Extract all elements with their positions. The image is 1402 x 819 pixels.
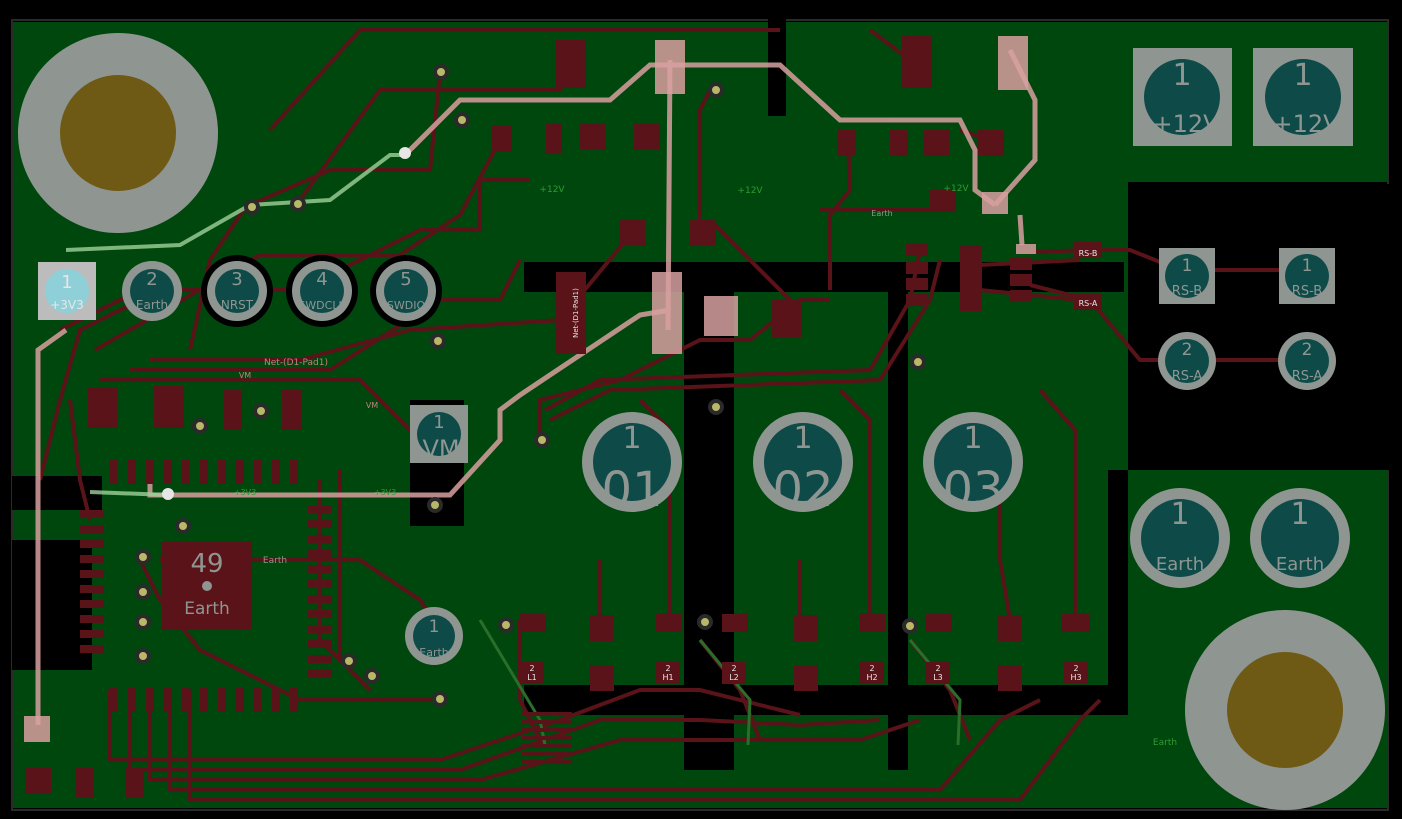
mosfet-l2-number: 2 xyxy=(731,664,736,673)
net-label-12v-3: +12V xyxy=(943,184,969,194)
vm-connector: 1 VM xyxy=(410,405,468,463)
power-pad-2-number: 1 xyxy=(1293,58,1312,93)
mosfet-h1-net: H1 xyxy=(662,673,673,682)
header-pin-5-net: SWDIO xyxy=(387,299,426,312)
header-pin-4-number: 4 xyxy=(316,269,327,290)
highlighted-pads xyxy=(24,36,1036,742)
net-label-rs-b: RS-B xyxy=(1079,249,1098,258)
power-pad-1-net: +12V xyxy=(1152,110,1220,138)
header-pin-5-number: 5 xyxy=(400,269,411,290)
net-label-earth-3: Earth xyxy=(1153,738,1177,748)
mosfet-h2-number: 2 xyxy=(869,664,874,673)
net-label-earth-1: Earth xyxy=(871,209,892,218)
net-label-3v3-2: +3V3 xyxy=(374,488,396,497)
net-label-12v-1: +12V xyxy=(539,185,565,195)
header-pin-1-net: +3V3 xyxy=(50,298,84,312)
mosfet-l3-net: L3 xyxy=(933,673,943,682)
earth-pad-2-net: Earth xyxy=(1276,554,1324,575)
header-pin-3-number: 3 xyxy=(231,269,242,290)
motor-pad-03-number: 1 xyxy=(963,421,982,456)
earth-test-point: 1 Earth xyxy=(405,607,463,665)
mcu-ep-number: 49 xyxy=(190,549,223,579)
isolation-strip-5 xyxy=(12,476,102,510)
rs-a-pad-2-net: RS-A xyxy=(1292,369,1323,384)
power-pad-2-net: +12V xyxy=(1272,110,1340,138)
isolation-strip-3 xyxy=(888,290,908,770)
motor-pad-02-net: 02 xyxy=(772,462,833,518)
mosfet-h3-net: H3 xyxy=(1070,673,1081,682)
rs-b-pad-2-number: 1 xyxy=(1302,256,1313,276)
mcu-ep-net: Earth xyxy=(184,599,230,619)
mounting-hole-top-left xyxy=(18,33,218,233)
highlighted-back-trace xyxy=(65,153,405,497)
net-label-vm-2: VM xyxy=(366,401,378,410)
header-pin-2-number: 2 xyxy=(146,269,157,290)
rs-a-pad-2-number: 2 xyxy=(1302,340,1313,360)
mosfet-h3-number: 2 xyxy=(1073,664,1078,673)
earth-pad-1-number: 1 xyxy=(1170,497,1189,532)
isolation-strip-6 xyxy=(12,540,92,670)
net-label-rs-a: RS-A xyxy=(1079,299,1098,308)
vm-pad-number: 1 xyxy=(433,412,444,433)
net-label-d1: Net-(D1-Pad1) xyxy=(264,358,328,368)
net-label-earth-2: Earth xyxy=(263,556,287,566)
header-pin-1-number: 1 xyxy=(61,272,72,293)
power-connector: 1 +12V 1 +12V xyxy=(1133,48,1353,146)
rs-a-pad-1-number: 2 xyxy=(1182,340,1193,360)
earth-pad-2-number: 1 xyxy=(1290,497,1309,532)
power-pad-1-number: 1 xyxy=(1172,58,1191,93)
motor-pad-03-net: 03 xyxy=(942,462,1003,518)
earth-connector: 1 Earth 1 Earth xyxy=(1130,488,1350,588)
mounting-hole-bottom-right xyxy=(1185,610,1385,810)
mosfet-l1-net: L1 xyxy=(527,673,537,682)
mosfet-h1-number: 2 xyxy=(665,664,670,673)
mosfet-l2-net: L2 xyxy=(729,673,739,682)
programming-header: 1 +3V3 2 Earth 3 NRST 4 SWDCLK 5 SWDIO xyxy=(38,255,442,327)
rs-b-pad-1-number: 1 xyxy=(1182,256,1193,276)
mosfet-l3-number: 2 xyxy=(935,664,940,673)
header-pin-2-net: Earth xyxy=(136,298,168,312)
net-label-d1-vertical: Net-(D1-Pad1) xyxy=(572,288,580,338)
mosfet-gate-pads xyxy=(520,614,1090,691)
net-label-vm-1: VM xyxy=(239,371,251,380)
net-label-3v3-1: +3V3 xyxy=(234,488,256,497)
mosfet-labels: 2 L1 2 H1 2 L2 2 H2 2 L3 2 H3 xyxy=(527,664,1081,682)
mosfet-h2-net: H2 xyxy=(866,673,877,682)
motor-pad-01-net: 01 xyxy=(601,462,662,518)
earth-test-pad-net: Earth xyxy=(419,646,449,659)
net-label-12v-2: +12V xyxy=(737,186,763,196)
motor-pad-02-number: 1 xyxy=(793,421,812,456)
mosfet-l1-number: 2 xyxy=(529,664,534,673)
rs-a-pad-1-net: RS-A xyxy=(1172,369,1203,384)
header-pin-4-net: SWDCLK xyxy=(298,299,346,312)
highlighted-vias xyxy=(162,147,411,500)
header-pin-3-net: NRST xyxy=(221,298,254,312)
rs485-connector: 1 RS-B 1 RS-B 2 RS-A 2 RS-A xyxy=(1158,248,1336,390)
rs-b-pad-1-net: RS-B xyxy=(1172,284,1202,299)
mcu-ground-pad: 49 Earth xyxy=(162,542,252,630)
earth-pad-1-net: Earth xyxy=(1156,554,1204,575)
motor-pad-01-number: 1 xyxy=(622,421,641,456)
passive-pads xyxy=(25,36,1102,798)
rs-b-pad-2-net: RS-B xyxy=(1292,284,1322,299)
motor-connectors: 1 01 1 02 1 03 xyxy=(582,412,1023,518)
vias xyxy=(135,64,926,707)
smd-pads xyxy=(80,460,572,764)
earth-test-pad-number: 1 xyxy=(429,617,440,637)
keepout-channel xyxy=(1108,470,1128,715)
keepout-right xyxy=(1128,184,1390,470)
vm-pad-net: VM xyxy=(422,435,459,463)
